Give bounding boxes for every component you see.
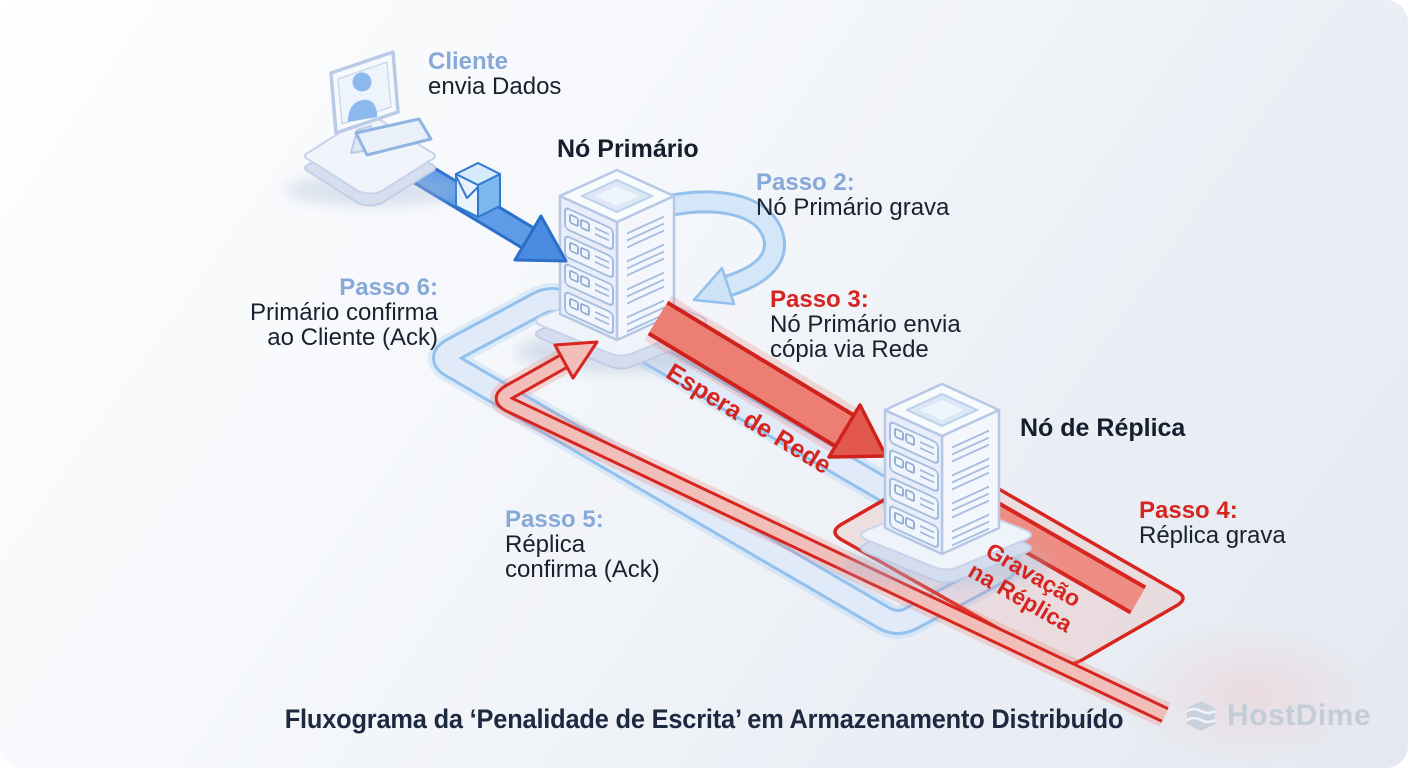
network-return-band [490,340,1171,727]
step3-line1: Nó Primário envia [770,311,961,338]
brand-wordmark: HostDime [1227,699,1372,732]
step6-line1: Primário confirma [249,299,438,326]
network-wait-arrow [644,295,888,459]
client-label: Cliente envia Dados [428,49,561,99]
step4-title: Passo 4: [1139,497,1238,524]
step6-title: Passo 6: [339,274,438,301]
client-device-illustration [284,50,460,207]
step3-line2: cópia via Rede [770,336,929,363]
hostdime-icon [1186,701,1216,731]
step5-line1: Réplica [505,531,586,558]
step4-line1: Réplica grava [1139,522,1286,549]
keyboard-icon [354,117,433,157]
step3-label: Passo 3: Nó Primário envia cópia via Red… [770,287,961,362]
step5-title: Passo 5: [505,506,604,533]
primary-write-loop [659,190,786,306]
client-title: Cliente [428,48,509,75]
data-envelope-icon [455,162,501,218]
diagram-caption: Fluxograma da ‘Penalidade de Escrita’ em… [284,704,1124,734]
step5-line2: confirma (Ack) [505,556,660,583]
step6-line2: ao Cliente (Ack) [267,324,438,351]
user-avatar-icon [348,72,377,122]
step2-line1: Nó Primário grava [756,194,950,221]
step4-label: Passo 4: Réplica grava [1139,498,1286,548]
client-subtitle: envia Dados [428,73,562,100]
step2-title: Passo 2: [756,169,855,196]
step5-label: Passo 5: Réplica confirma (Ack) [505,507,660,582]
primary-node-label: Nó Primário [557,135,699,163]
client-write-arrow [395,150,568,263]
step6-label: Passo 6: Primário confirma ao Cliente (A… [250,275,438,350]
brand-logo: HostDime [1183,698,1371,734]
step2-label: Passo 2: Nó Primário grava [756,170,949,220]
replica-node-label: Nó de Réplica [1020,414,1186,442]
step3-title: Passo 3: [770,286,869,313]
